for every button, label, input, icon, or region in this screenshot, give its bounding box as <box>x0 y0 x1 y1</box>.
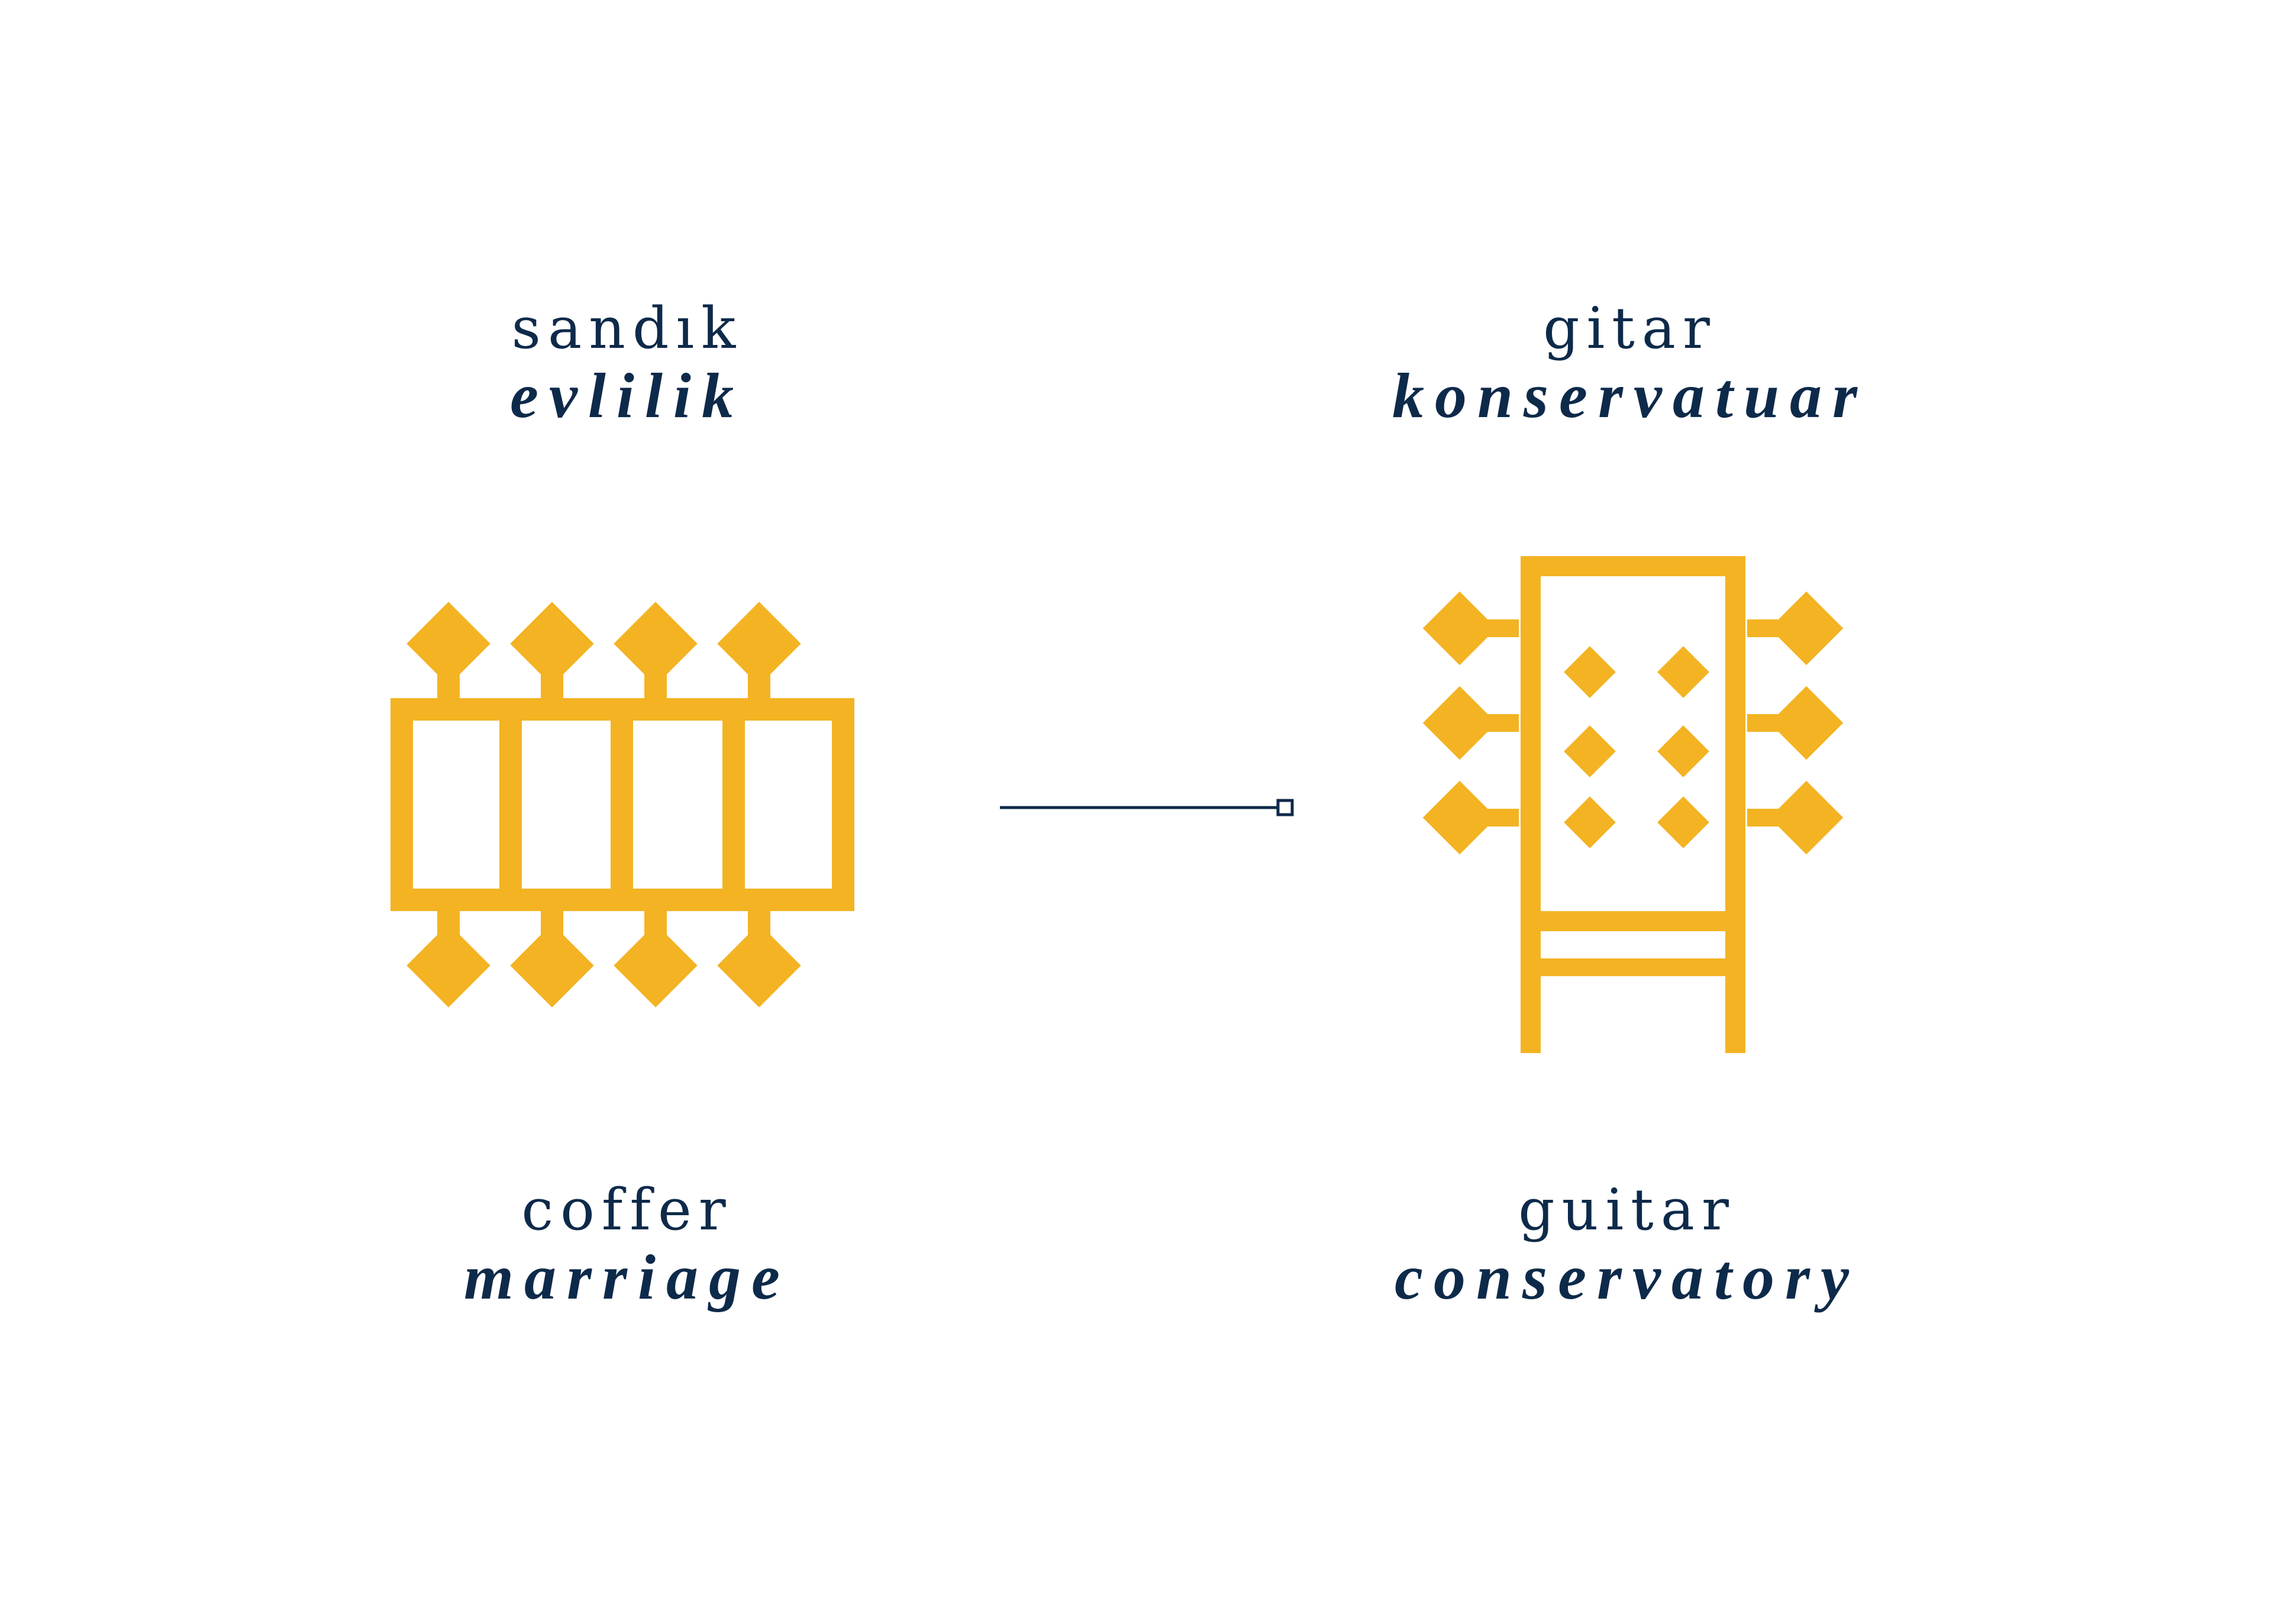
left-english-label: coffer marriage <box>432 1177 822 1313</box>
coffer-diamond <box>406 924 490 1008</box>
guitar-headstock-icon <box>1422 556 1844 1053</box>
left-english-concept: marriage <box>463 1242 790 1313</box>
right-turkish-concept: konservatuar <box>1392 361 1868 431</box>
right-english-concept: conservatory <box>1395 1242 1860 1313</box>
right-english-object: guitar <box>1518 1177 1736 1243</box>
left-english-object: coffer <box>521 1177 733 1243</box>
connector-line <box>1000 799 1294 816</box>
right-turkish-object: gitar <box>1543 295 1717 361</box>
right-english-label: guitar conservatory <box>1367 1177 1887 1313</box>
left-turkish-object: sandık <box>511 295 743 361</box>
connector-endpoint <box>1276 799 1294 816</box>
coffer-diamond <box>510 924 594 1008</box>
coffer-diamond <box>717 924 801 1008</box>
right-turkish-label: gitar konservatuar <box>1349 296 1911 432</box>
headstock-body <box>1521 556 1745 931</box>
left-turkish-concept: evlilik <box>510 361 744 431</box>
coffer-icon <box>390 602 854 1008</box>
left-turkish-label: sandık evlilik <box>450 296 805 432</box>
coffer-diamond <box>614 924 698 1008</box>
